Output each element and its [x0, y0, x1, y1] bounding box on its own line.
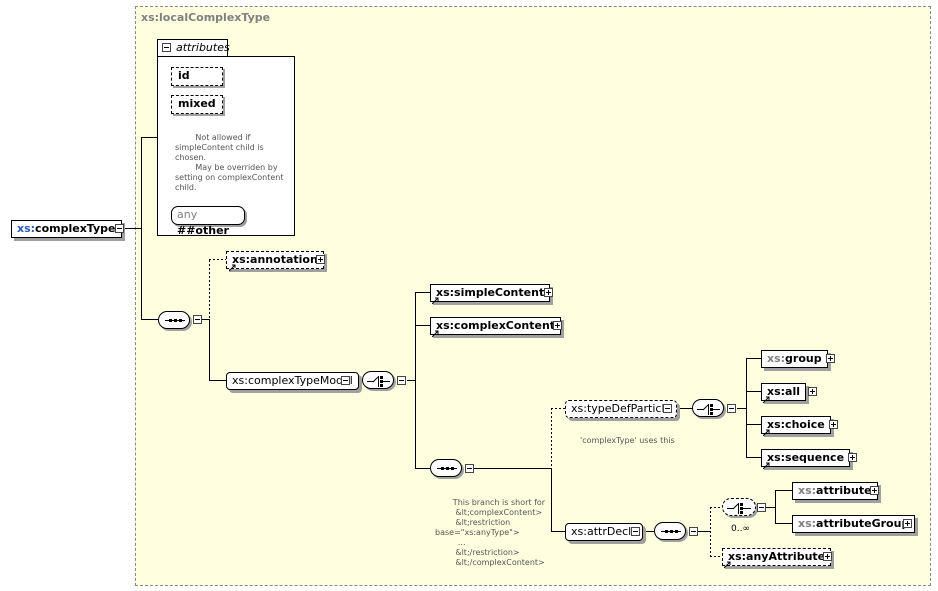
attribute-id[interactable]: id — [171, 67, 223, 86]
reference-arrow-icon — [723, 558, 731, 569]
choice-glyph — [367, 376, 390, 387]
sequence-compositor-icon[interactable] — [430, 459, 462, 477]
all-expand-icon[interactable] — [808, 387, 817, 396]
complex-type-model-namespace: xs: — [232, 374, 248, 387]
root-name: complexType — [35, 222, 116, 235]
choice-collapse-icon[interactable] — [397, 376, 406, 385]
type-def-particle-namespace: xs: — [571, 402, 587, 415]
attr-decls-namespace: xs: — [571, 525, 587, 538]
simple-content-name: simpleContent — [454, 286, 545, 299]
annotation-expand-icon[interactable] — [316, 255, 325, 264]
any-attribute-name: anyAttribute — [746, 550, 826, 563]
reference-arrow-icon — [762, 459, 770, 470]
attribute-group-node[interactable]: xs:attributeGroup — [792, 515, 916, 533]
complex-content-expand-icon[interactable] — [553, 321, 562, 330]
occurrence-label: 0..∞ — [731, 524, 750, 534]
sequence-glyph — [165, 319, 185, 322]
choice-compositor-icon[interactable] — [692, 399, 724, 417]
sequence-collapse-icon[interactable] — [465, 464, 474, 473]
type-def-particle-collapse-icon[interactable] — [663, 404, 672, 413]
attributes-collapse-icon[interactable] — [162, 43, 171, 52]
annotation-node[interactable]: xs:annotation — [226, 251, 324, 269]
any-keyword: any — [177, 208, 198, 221]
choice-node[interactable]: xs:choice — [761, 416, 831, 434]
complex-type-model-collapse-icon[interactable] — [341, 376, 350, 385]
reference-arrow-icon — [762, 393, 770, 404]
attribute-group-expand-icon[interactable] — [903, 519, 912, 528]
choice-glyph — [697, 404, 720, 415]
sequence-name: sequence — [785, 451, 845, 464]
sequence-node[interactable]: xs:sequence — [761, 449, 851, 467]
complex-type-root-node[interactable]: xs:complexType — [11, 220, 122, 238]
type-def-particle-group[interactable]: xs:typeDefParticle — [565, 400, 678, 418]
attr-decls-group[interactable]: xs:attrDecls — [565, 523, 643, 541]
complex-content-namespace: xs: — [436, 319, 455, 332]
attr-decls-name: attrDecls — [586, 525, 637, 538]
sequence-collapse-icon[interactable] — [193, 315, 202, 324]
choice-expand-icon[interactable] — [829, 420, 838, 429]
choice-glyph — [727, 503, 751, 514]
group-namespace: xs: — [767, 352, 786, 365]
collapse-icon[interactable] — [115, 224, 124, 233]
sequence-compositor-icon[interactable] — [654, 522, 686, 540]
type-def-particle-name: typeDefParticle — [586, 402, 672, 415]
choice-namespace: xs: — [767, 418, 786, 431]
reference-arrow-icon — [762, 426, 770, 437]
any-attribute-namespace: xs: — [728, 550, 747, 563]
simple-content-expand-icon[interactable] — [544, 288, 553, 297]
attributes-tab-label: attributes — [176, 41, 230, 54]
complex-content-node[interactable]: xs:complexContent — [430, 317, 562, 335]
type-def-particle-note: 'complexType' uses this — [580, 436, 675, 445]
any-attribute-wildcard[interactable]: any ##other — [171, 206, 245, 237]
all-name: all — [785, 385, 801, 398]
attr-decls-collapse-icon[interactable] — [631, 527, 640, 536]
sequence-collapse-icon[interactable] — [689, 527, 698, 536]
sequence-expand-icon[interactable] — [848, 453, 857, 462]
reference-arrow-icon — [431, 294, 439, 305]
group-expand-icon[interactable] — [826, 354, 835, 363]
attributes-tab: attributes — [157, 39, 230, 57]
attribute-expand-icon[interactable] — [870, 486, 879, 495]
simple-content-namespace: xs: — [436, 286, 455, 299]
choice-collapse-icon[interactable] — [757, 503, 766, 512]
annotation-name: annotation — [250, 253, 318, 266]
attributes-note: Not allowed if simpleContent child is ch… — [175, 133, 284, 192]
all-namespace: xs: — [767, 385, 786, 398]
choice-collapse-icon[interactable] — [727, 404, 736, 413]
choice-compositor-icon[interactable] — [722, 498, 756, 516]
attribute-group-name: attributeGroup — [816, 517, 910, 530]
complex-content-name: complexContent — [454, 319, 556, 332]
reference-arrow-icon — [228, 261, 236, 272]
frame-title: xs:localComplexType — [141, 11, 271, 24]
root-namespace: xs: — [17, 222, 36, 235]
complex-type-model-name: complexTypeModel — [247, 374, 353, 387]
sequence-glyph — [661, 530, 681, 533]
attribute-node[interactable]: xs:attribute — [792, 482, 878, 500]
attribute-name: attribute — [816, 484, 872, 497]
any-attribute-expand-icon[interactable] — [823, 552, 832, 561]
attribute-mixed[interactable]: mixed — [171, 95, 223, 114]
any-attribute-node[interactable]: xs:anyAttribute — [722, 548, 832, 566]
all-node[interactable]: xs:all — [761, 383, 807, 401]
attribute-mixed-label: mixed — [178, 97, 216, 110]
sequence-glyph — [437, 467, 457, 470]
branch-note: This branch is short for &lt;complexCont… — [435, 498, 546, 567]
group-name: group — [785, 352, 822, 365]
attribute-namespace: xs: — [798, 484, 817, 497]
simple-content-node[interactable]: xs:simpleContent — [430, 284, 551, 302]
complex-type-model-group[interactable]: xs:complexTypeModel — [226, 372, 359, 390]
any-value: ##other — [177, 224, 229, 237]
attribute-group-namespace: xs: — [798, 517, 817, 530]
reference-arrow-icon — [431, 327, 439, 338]
sequence-compositor-icon[interactable] — [158, 311, 190, 329]
sequence-namespace: xs: — [767, 451, 786, 464]
group-node[interactable]: xs:group — [761, 350, 828, 368]
choice-name: choice — [785, 418, 825, 431]
choice-compositor-icon[interactable] — [362, 371, 394, 389]
annotation-namespace: xs: — [232, 253, 251, 266]
attribute-id-label: id — [178, 69, 190, 82]
